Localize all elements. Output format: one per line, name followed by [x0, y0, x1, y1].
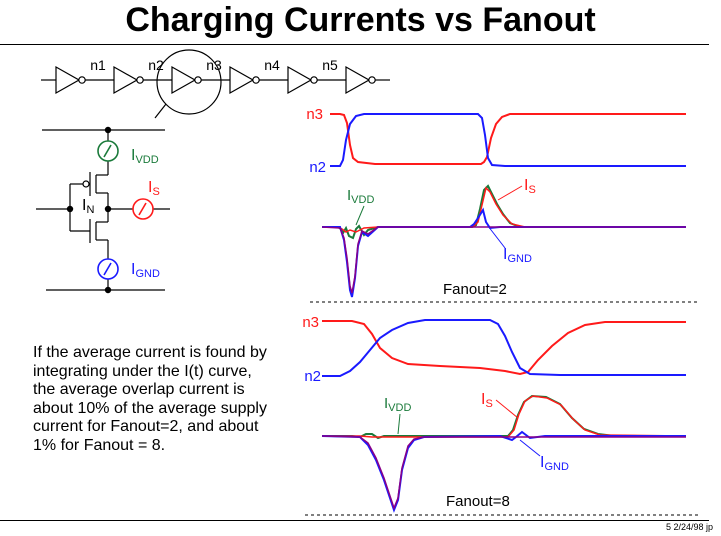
plot-fanout-8 — [305, 319, 700, 516]
title-rule — [0, 44, 709, 45]
trace-ivdd-fanout-2 — [322, 184, 686, 240]
plot2-label-n2: n2 — [304, 368, 321, 385]
plot1-label-n3: n3 — [306, 106, 323, 123]
node-label-n4: n4 — [264, 57, 280, 73]
ammeter-is-icon — [132, 198, 154, 220]
trace-is-fanout-2 — [322, 186, 686, 233]
inverter-chain — [41, 49, 390, 119]
label-is: IS — [148, 179, 160, 198]
label-in: IN — [82, 197, 94, 216]
plot2-label-n3: n3 — [302, 314, 319, 331]
node-label-n2: n2 — [148, 57, 164, 73]
trace-n2-fanout-8 — [322, 319, 686, 377]
plot2-fanout-label: Fanout=8 — [446, 493, 510, 510]
inverter-2 — [113, 65, 144, 95]
trace-overlap-fanout-8 — [321, 435, 686, 511]
plot1-label-ignd: IGND — [503, 246, 532, 265]
trace-is-fanout-8 — [322, 395, 687, 438]
pmos-transistor — [70, 172, 108, 196]
node-label-n3: n3 — [206, 57, 222, 73]
label-ivdd: IVDD — [131, 147, 159, 166]
trace-ivdd-fanout-8 — [322, 394, 686, 440]
plot2-label-ignd: IGND — [540, 454, 569, 473]
inverter-3 — [171, 65, 202, 95]
inverter-4 — [229, 65, 260, 95]
footer-rule — [0, 520, 709, 521]
node-label-n1: n1 — [90, 57, 106, 73]
plot2-label-is: IS — [481, 391, 493, 410]
nmos-transistor — [70, 219, 108, 243]
plot1-fanout-label: Fanout=2 — [443, 281, 507, 298]
label-pointers — [355, 185, 541, 457]
node-label-n5: n5 — [322, 57, 338, 73]
plot1-label-ivdd: IVDD — [347, 187, 374, 206]
ammeter-gnd-icon — [97, 258, 119, 280]
plot-fanout-2 — [310, 113, 700, 303]
description-text: If the average current is found by integ… — [33, 344, 267, 454]
slide-title: Charging Currents vs Fanout — [125, 1, 596, 39]
slide-footer: 5 2/24/98 jp — [665, 522, 713, 532]
trace-n3-fanout-2 — [330, 113, 686, 165]
cmos-schematic — [36, 126, 170, 294]
plot1-label-is: IS — [524, 177, 536, 196]
trace-overlap-fanout-2 — [321, 226, 686, 294]
plot1-label-n2: n2 — [309, 159, 326, 176]
trace-n2-fanout-2 — [330, 113, 686, 167]
inverter-6 — [345, 65, 376, 95]
trace-n3-fanout-8 — [322, 320, 686, 376]
plot2-label-ivdd: IVDD — [384, 395, 411, 414]
zoom-circle — [156, 49, 222, 115]
ammeter-vdd-icon — [97, 140, 119, 162]
inverter-1 — [55, 65, 86, 95]
label-ignd: IGND — [131, 261, 160, 280]
zoom-pointer — [154, 103, 167, 119]
inverter-5 — [287, 65, 318, 95]
